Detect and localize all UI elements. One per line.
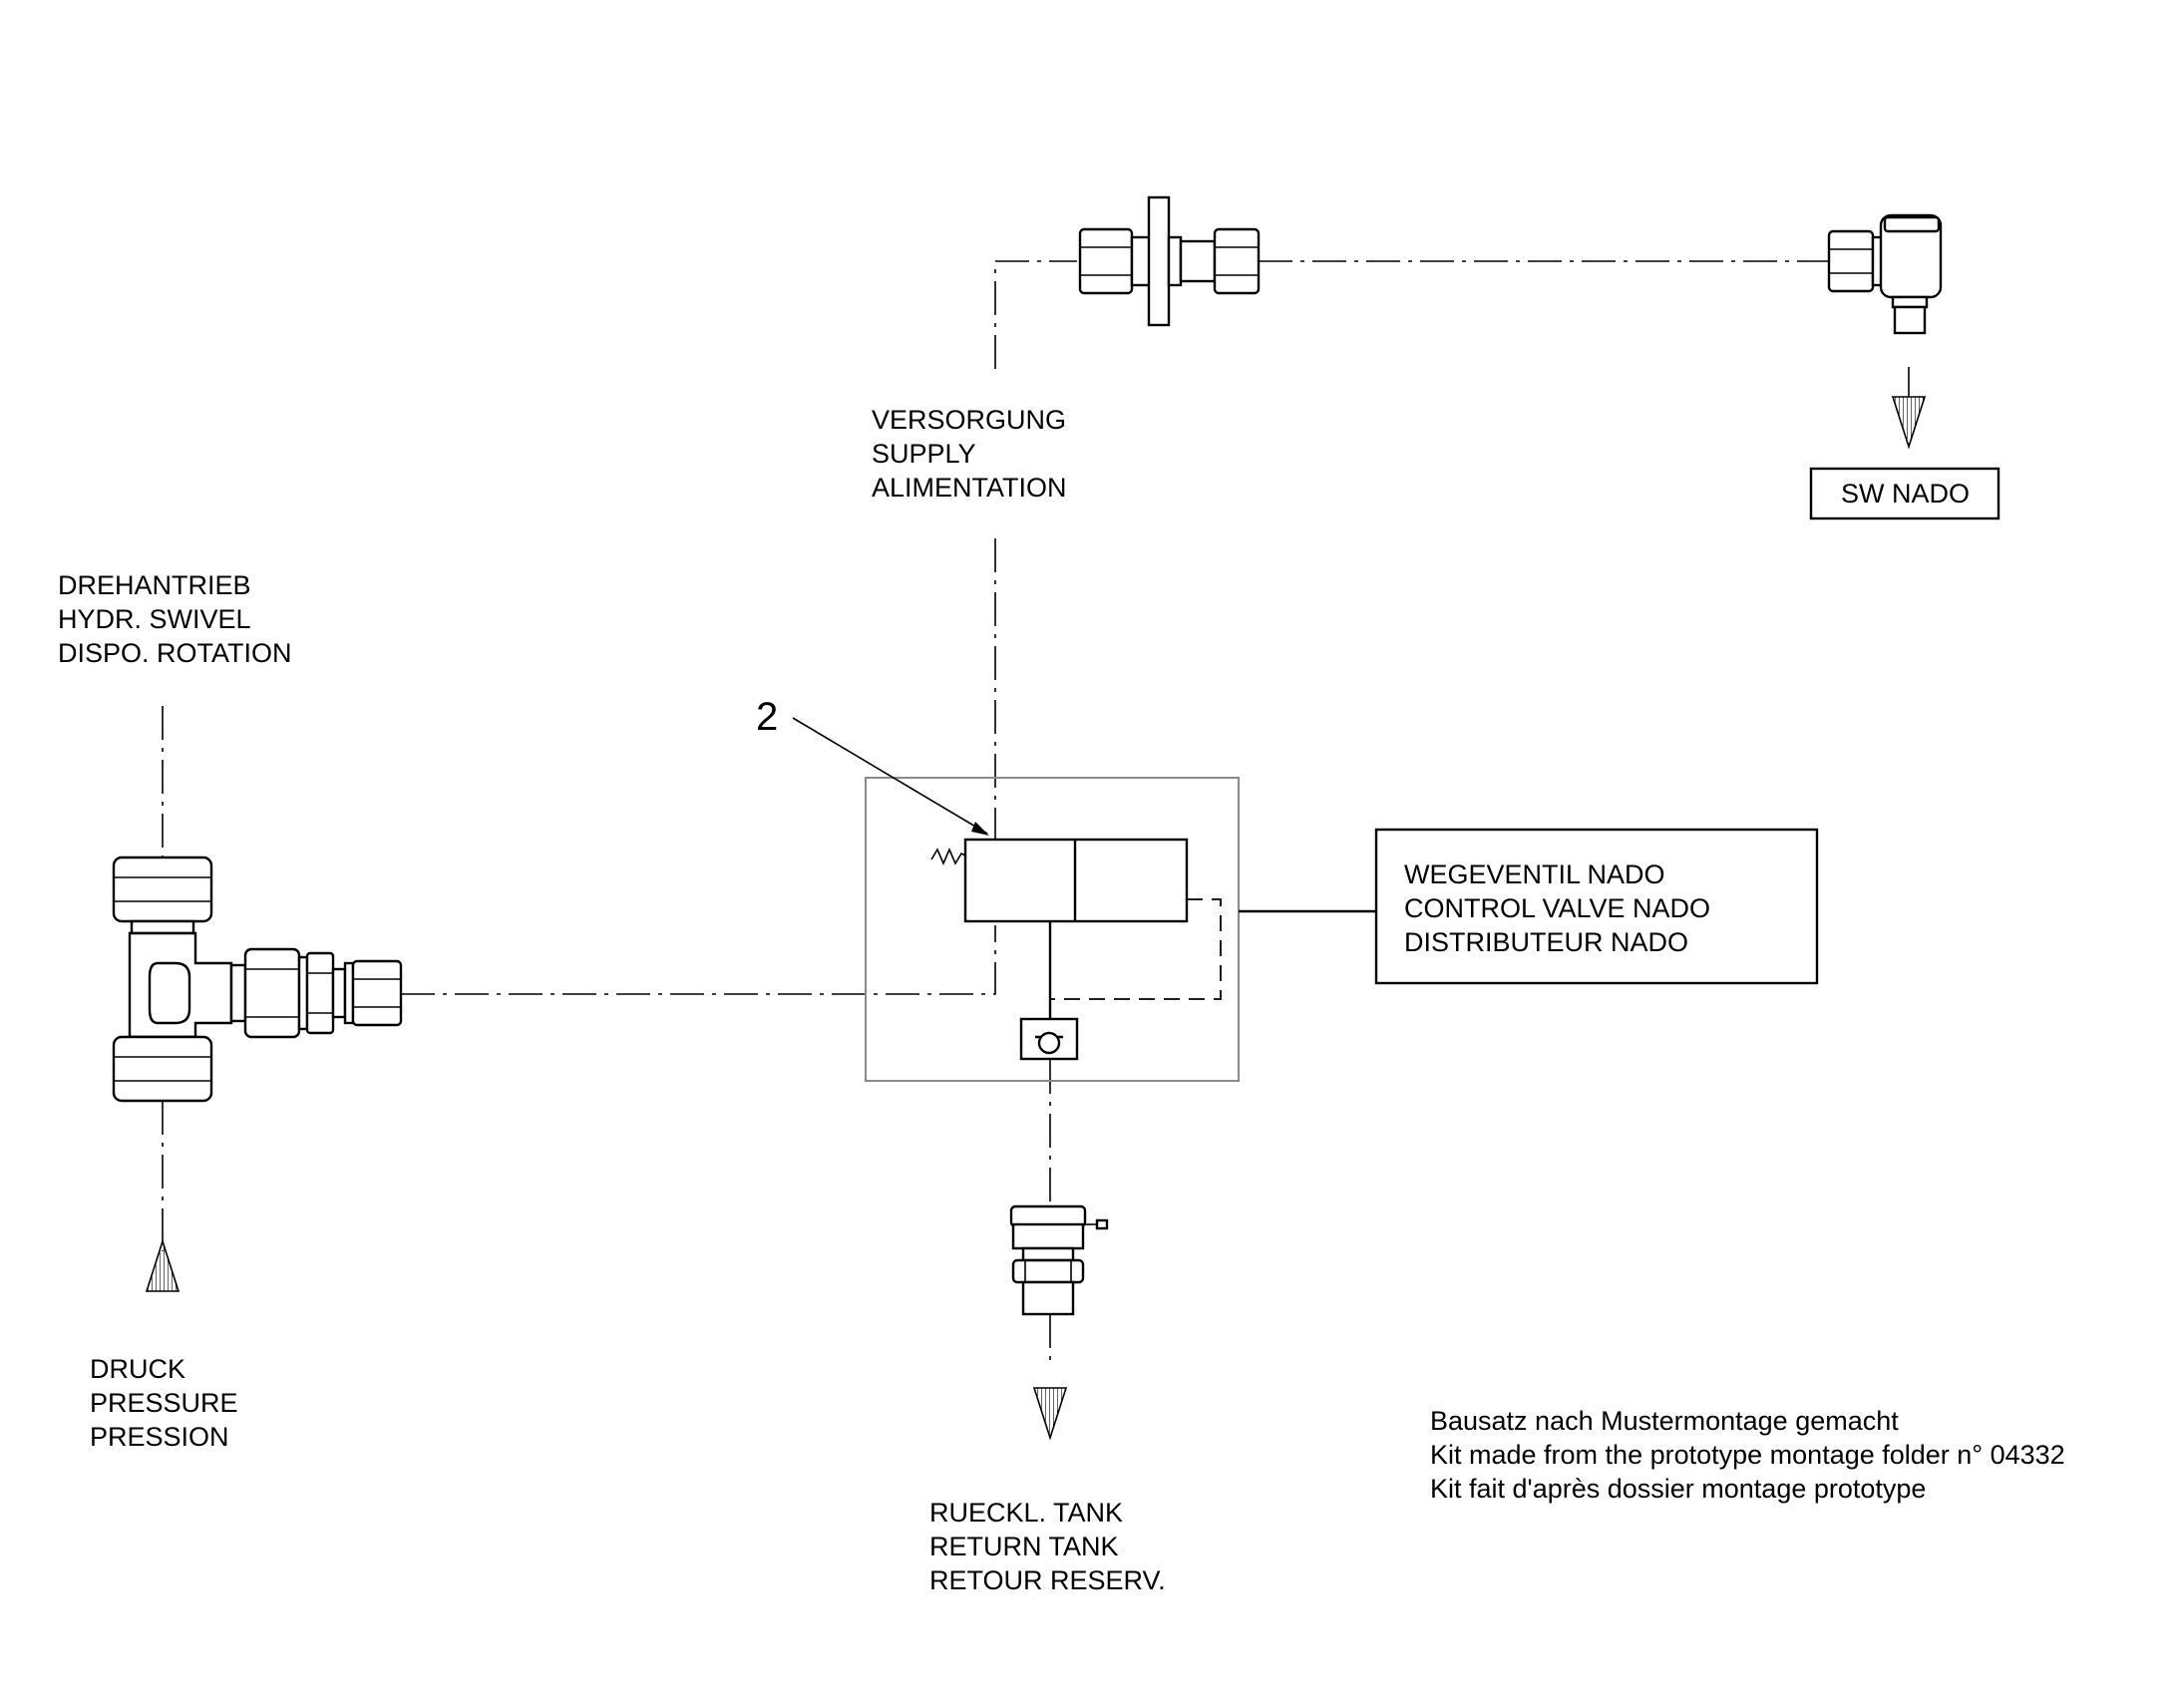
valve-label: WEGEVENTIL NADO CONTROL VALVE NADO DISTR… [1404,859,1710,957]
pressure-line [401,925,996,995]
svg-text:WEGEVENTIL NADO: WEGEVENTIL NADO [1404,859,1665,889]
sw-nado-drain-arrow [1891,396,1927,450]
svg-text:Kit made from the prototype mo: Kit made from the prototype montage fold… [1430,1440,2065,1470]
svg-text:HYDR. SWIVEL: HYDR. SWIVEL [58,604,251,634]
swivel-tee-fitting [112,855,403,1292]
svg-text:VERSORGUNG: VERSORGUNG [872,405,1066,435]
spring-symbol [930,847,966,866]
sw-nado-label: SW NADO [1841,479,1970,509]
svg-text:RETOUR RESERV.: RETOUR RESERV. [929,1565,1166,1595]
swivel-label: DREHANTRIEB HYDR. SWIVEL DISPO. ROTATION [58,570,292,668]
bulkhead-fitting [1078,195,1261,327]
svg-text:PRESSURE: PRESSURE [90,1388,238,1418]
svg-text:Bausatz nach Mustermontage gem: Bausatz nach Mustermontage gemacht [1430,1406,1899,1436]
pressure-label: DRUCK PRESSURE PRESSION [90,1354,238,1452]
svg-text:RUECKL. TANK: RUECKL. TANK [929,1498,1123,1528]
supply-label: VERSORGUNG SUPPLY ALIMENTATION [872,405,1067,503]
supply-line-top [994,260,1077,369]
pressure-inlet-arrow [145,1238,181,1292]
svg-text:DRUCK: DRUCK [90,1354,185,1384]
svg-text:RETURN TANK: RETURN TANK [929,1532,1119,1561]
pilot-drain-line [1050,898,1222,1000]
return-tank-label: RUECKL. TANK RETURN TANK RETOUR RESERV. [929,1498,1166,1595]
svg-text:CONTROL VALVE NADO: CONTROL VALVE NADO [1404,893,1710,923]
control-valve [865,777,1376,1082]
pipe-lines [162,260,1910,1366]
svg-text:DISPO. ROTATION: DISPO. ROTATION [58,638,292,668]
return-fitting [1009,1204,1109,1441]
item-number-2: 2 [756,695,778,739]
sw-nado-box [1809,467,2000,520]
svg-text:PRESSION: PRESSION [90,1422,229,1452]
elbow-fitting [1827,213,1943,450]
svg-text:ALIMENTATION: ALIMENTATION [872,473,1067,503]
valve-label-box [1374,828,1819,985]
svg-text:Kit fait d'après dossier monta: Kit fait d'après dossier montage prototy… [1430,1474,1926,1504]
svg-text:DREHANTRIEB: DREHANTRIEB [58,570,251,600]
return-arrow [1032,1387,1068,1441]
kit-note: Bausatz nach Mustermontage gemacht Kit m… [1430,1406,2065,1504]
svg-text:DISTRIBUTEUR NADO: DISTRIBUTEUR NADO [1404,927,1688,957]
svg-text:SUPPLY: SUPPLY [872,439,976,469]
item-leader: 2 [756,695,989,836]
valve-outline-box [865,777,1240,1082]
